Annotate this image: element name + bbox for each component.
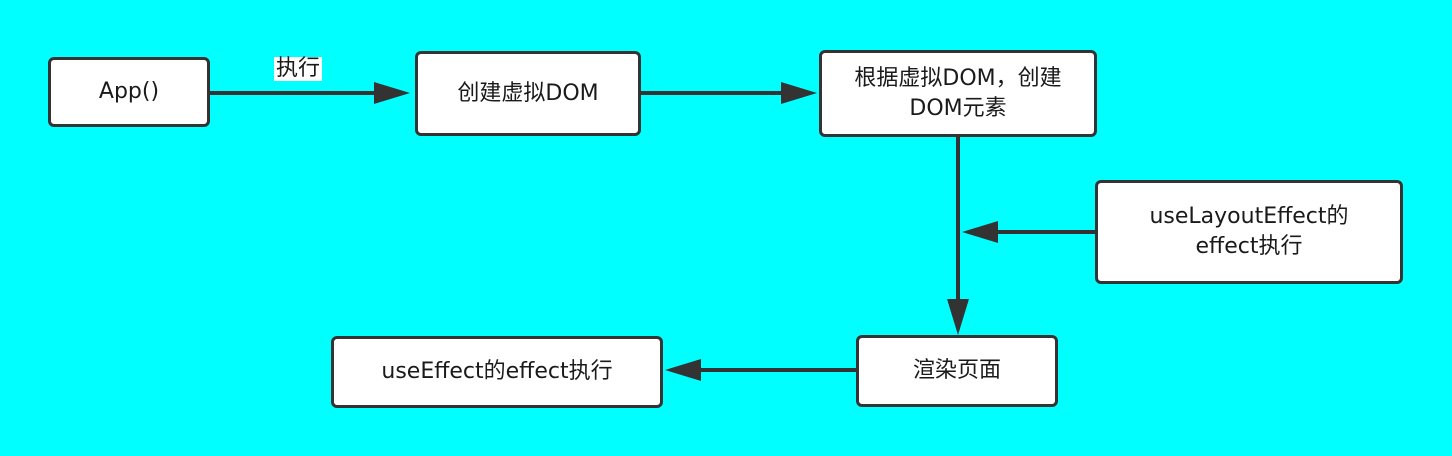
node-create-dom-elements-label: 根据虚拟DOM，创建DOM元素 xyxy=(854,65,1062,121)
node-use-layout-effect-label: useLayoutEffect的effect执行 xyxy=(1149,204,1349,259)
node-create-dom-elements[interactable]: 根据虚拟DOM，创建DOM元素 xyxy=(819,50,1097,137)
arrowhead-create-vdom xyxy=(374,82,410,104)
node-use-effect[interactable]: useEffect的effect执行 xyxy=(331,336,663,408)
node-use-effect-label: useEffect的effect执行 xyxy=(381,359,613,384)
node-use-layout-effect[interactable]: useLayoutEffect的effect执行 xyxy=(1095,180,1403,284)
arrowhead-layout-effect xyxy=(962,221,998,243)
arrowhead-create-dom xyxy=(781,82,817,104)
node-render-page-label: 渲染页面 xyxy=(912,358,1001,383)
node-app[interactable]: App() xyxy=(48,57,210,127)
node-app-label: App() xyxy=(98,79,160,104)
node-render-page[interactable]: 渲染页面 xyxy=(856,335,1058,407)
node-create-virtual-dom-label: 创建虚拟DOM xyxy=(457,80,599,106)
arrowhead-render xyxy=(947,299,969,335)
arrowhead-use-effect xyxy=(665,359,701,381)
node-create-virtual-dom[interactable]: 创建虚拟DOM xyxy=(415,51,641,136)
edge-label-execute: 执行 xyxy=(274,56,323,81)
